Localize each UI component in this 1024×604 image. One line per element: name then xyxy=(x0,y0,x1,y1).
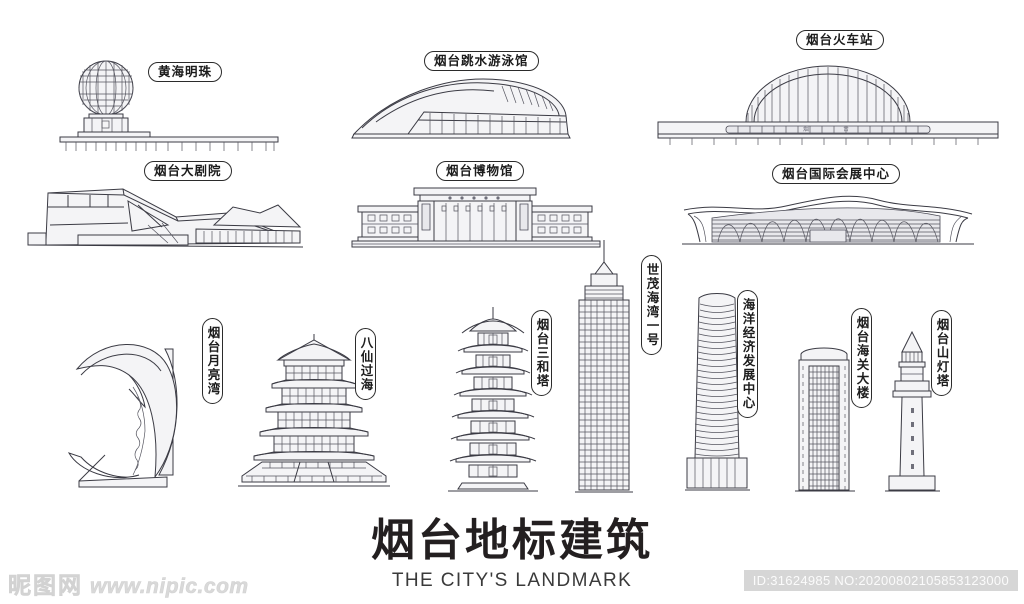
title-block: 烟台地标建筑 THE CITY'S LANDMARK xyxy=(0,519,1024,592)
watermark-site-name: 昵图网 xyxy=(8,572,83,599)
figure-yantai-grand-theatre xyxy=(28,185,303,250)
label-yantai-railway-station: 烟台火车站 xyxy=(796,30,884,50)
page-subtitle: THE CITY'S LANDMARK xyxy=(391,570,633,591)
label-shimao-haiwan-no1: 世茂海湾一号 xyxy=(641,255,662,355)
figure-yantai-customs-building xyxy=(795,340,855,495)
svg-text:台: 台 xyxy=(843,125,849,133)
figure-yantai-expo-center xyxy=(682,190,974,250)
figure-yantai-sanhe-pagoda xyxy=(448,305,538,495)
label-yantai-museum: 烟台博物馆 xyxy=(436,161,524,181)
label-yantai-expo-center: 烟台国际会展中心 xyxy=(772,164,901,184)
asset-id-badge: ID:31624985 NO:20200802105853123000 xyxy=(743,570,1018,591)
label-yantai-sanhe-pagoda: 烟台三和塔 xyxy=(531,310,552,396)
label-yantai-moon-bay: 烟台月亮湾 xyxy=(202,318,223,404)
figure-yantai-diving-pool xyxy=(352,72,570,140)
figure-yantai-railway-station: 烟 台 xyxy=(658,60,998,145)
figure-shimao-haiwan-no1 xyxy=(575,240,633,495)
label-marine-economy-center: 海洋经济发展中心 xyxy=(737,290,758,418)
figure-yantai-museum xyxy=(352,182,600,250)
svg-text:烟: 烟 xyxy=(803,125,809,133)
label-huanghai-mingzhu: 黄海明珠 xyxy=(148,62,223,82)
figure-marine-economy-center xyxy=(685,290,750,495)
label-yantai-shan-lighthouse: 烟台山灯塔 xyxy=(931,310,952,396)
watermark-url: www.nipic.com xyxy=(90,575,249,599)
page-title: 烟台地标建筑 xyxy=(371,516,653,565)
figure-baxian-guohai xyxy=(238,330,390,492)
figure-huanghai-mingzhu xyxy=(60,58,285,151)
label-yantai-diving-pool: 烟台跳水游泳馆 xyxy=(424,51,539,71)
figure-yantai-moon-bay xyxy=(55,335,190,490)
label-yantai-customs-building: 烟台海关大楼 xyxy=(851,308,872,408)
figure-yantai-shan-lighthouse xyxy=(885,330,940,495)
label-yantai-grand-theatre: 烟台大剧院 xyxy=(144,161,232,181)
watermark: 昵图网 www.nipic.com xyxy=(8,566,249,600)
label-baxian-guohai: 八仙过海 xyxy=(355,328,376,400)
